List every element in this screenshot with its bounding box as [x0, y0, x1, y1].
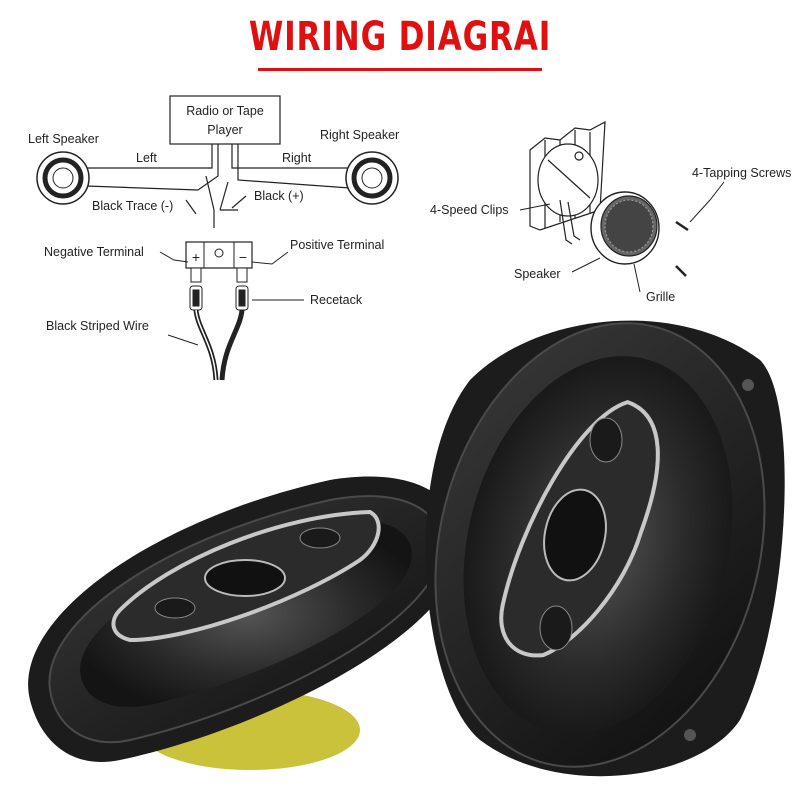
mounting-diagram [529, 120, 689, 277]
source-label-line2: Player [207, 123, 242, 137]
right-speaker-photo [425, 320, 785, 777]
mounting-callouts [519, 181, 725, 293]
receptacle-connectors [189, 285, 249, 311]
left-speaker-photo [28, 476, 462, 770]
recetack-label: Recetack [310, 293, 363, 307]
source-label-line1: Radio or Tape [186, 104, 264, 118]
black-plus-label: Black (+) [254, 189, 304, 203]
grille-label: Grille [646, 290, 675, 304]
left-channel-label: Left [136, 151, 157, 165]
wiring-lines [85, 144, 351, 228]
right-speaker-label: Right Speaker [320, 128, 399, 142]
black-striped-wire [193, 309, 245, 381]
right-channel-label: Right [282, 151, 312, 165]
speaker-label: Speaker [514, 267, 561, 281]
tapping-screws-label: 4-Tapping Screws [692, 166, 791, 180]
positive-terminal-label: Positive Terminal [290, 238, 384, 252]
left-speaker-label: Left Speaker [28, 132, 99, 146]
minus-symbol: − [239, 249, 247, 265]
title-underline [258, 68, 542, 71]
source-unit: Radio or Tape Player [169, 95, 281, 145]
left-speaker-icon [36, 151, 90, 205]
right-speaker-icon [345, 151, 399, 205]
black-trace-label: Black Trace (-) [92, 199, 173, 213]
negative-terminal-label: Negative Terminal [44, 245, 144, 259]
callout-lines [159, 251, 304, 346]
black-striped-wire-label: Black Striped Wire [46, 319, 149, 333]
page-title: WIRING DIAGRAI [248, 14, 552, 60]
terminal-block: + − [185, 241, 253, 283]
speed-clips-label: 4-Speed Clips [430, 203, 509, 217]
plus-symbol: + [192, 249, 200, 265]
